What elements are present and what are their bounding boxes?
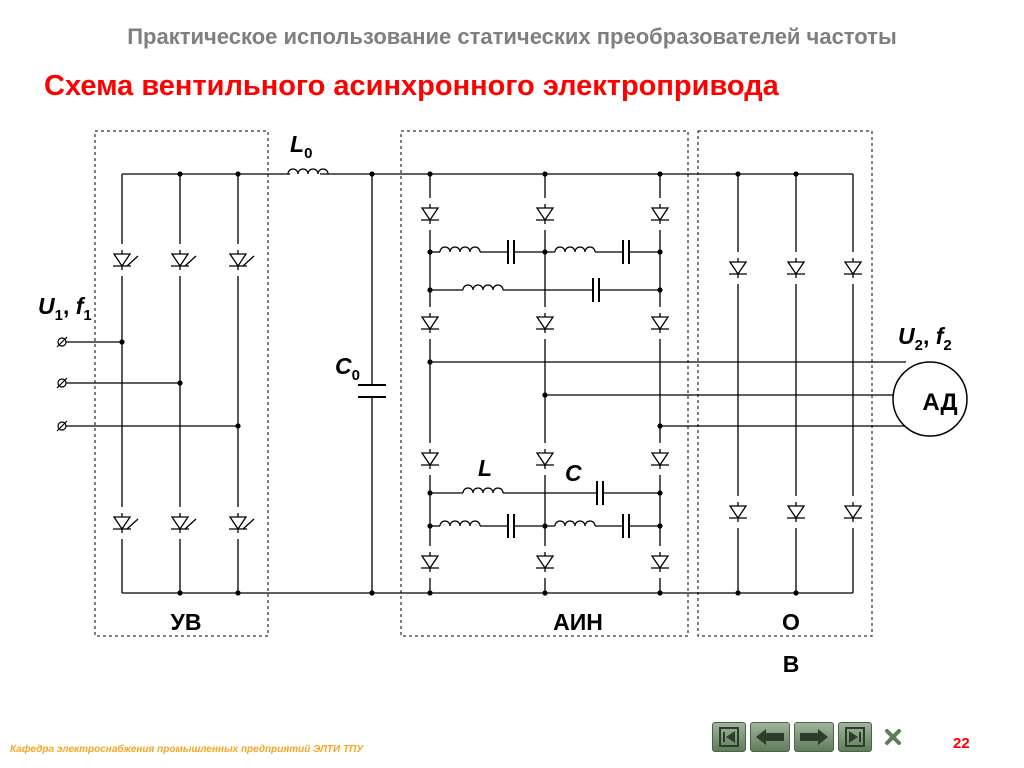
- reverse-label-line2: В: [783, 651, 800, 677]
- capacitor-c-3: [592, 277, 600, 303]
- next-arrow-icon: [800, 729, 828, 745]
- first-slide-icon: [719, 727, 739, 747]
- inductor-l-1: [439, 246, 481, 253]
- capacitor-c-1: [507, 239, 515, 265]
- inductor-l-3: [462, 284, 504, 291]
- capacitor-c0: [358, 384, 386, 398]
- inductor-l-6: [554, 520, 596, 527]
- slide-title: Схема вентильного асинхронного электропр…: [44, 70, 779, 102]
- capacitor-c-4: [596, 480, 604, 506]
- page-number: 22: [953, 735, 970, 752]
- l-label: L: [478, 455, 492, 481]
- output-voltage-label: U2, f2: [898, 323, 952, 354]
- inductor-l0: [287, 168, 329, 175]
- c0-label: C0: [335, 353, 360, 384]
- reverse-label-line1: О: [782, 609, 800, 635]
- close-button[interactable]: [880, 724, 906, 750]
- slide-subtitle: Практическое использование статических п…: [127, 24, 897, 49]
- c-label: C: [565, 460, 582, 486]
- inductor-l-2: [554, 246, 596, 253]
- close-icon: [885, 729, 901, 745]
- capacitor-c-6: [622, 513, 630, 539]
- inductor-l-5: [439, 520, 481, 527]
- prev-arrow-icon: [756, 729, 784, 745]
- reverse-block-frame: [697, 130, 873, 637]
- inductor-l-4: [462, 487, 504, 494]
- next-slide-button[interactable]: [794, 722, 834, 752]
- first-slide-button[interactable]: [712, 722, 746, 752]
- inverter-label: АИН: [553, 609, 603, 635]
- rectifier-block-frame: [94, 130, 269, 637]
- slide-navigation: [712, 722, 906, 752]
- rectifier-label: УВ: [171, 609, 202, 635]
- input-voltage-label: U1, f1: [38, 293, 92, 324]
- input-terminals: [56, 336, 68, 432]
- motor-circle: [892, 361, 968, 437]
- last-slide-icon: [845, 727, 865, 747]
- last-slide-button[interactable]: [838, 722, 872, 752]
- capacitor-c-2: [622, 239, 630, 265]
- previous-slide-button[interactable]: [750, 722, 790, 752]
- motor-label: АД: [922, 389, 957, 416]
- l0-label: L0: [290, 131, 312, 162]
- circuit-diagram: АД U1, f1 U2, f2 L0 C0 L C УВ АИН О В: [38, 130, 968, 677]
- capacitor-c-5: [507, 513, 515, 539]
- footer-department: Кафедра электроснабжения промышленных пр…: [10, 744, 364, 755]
